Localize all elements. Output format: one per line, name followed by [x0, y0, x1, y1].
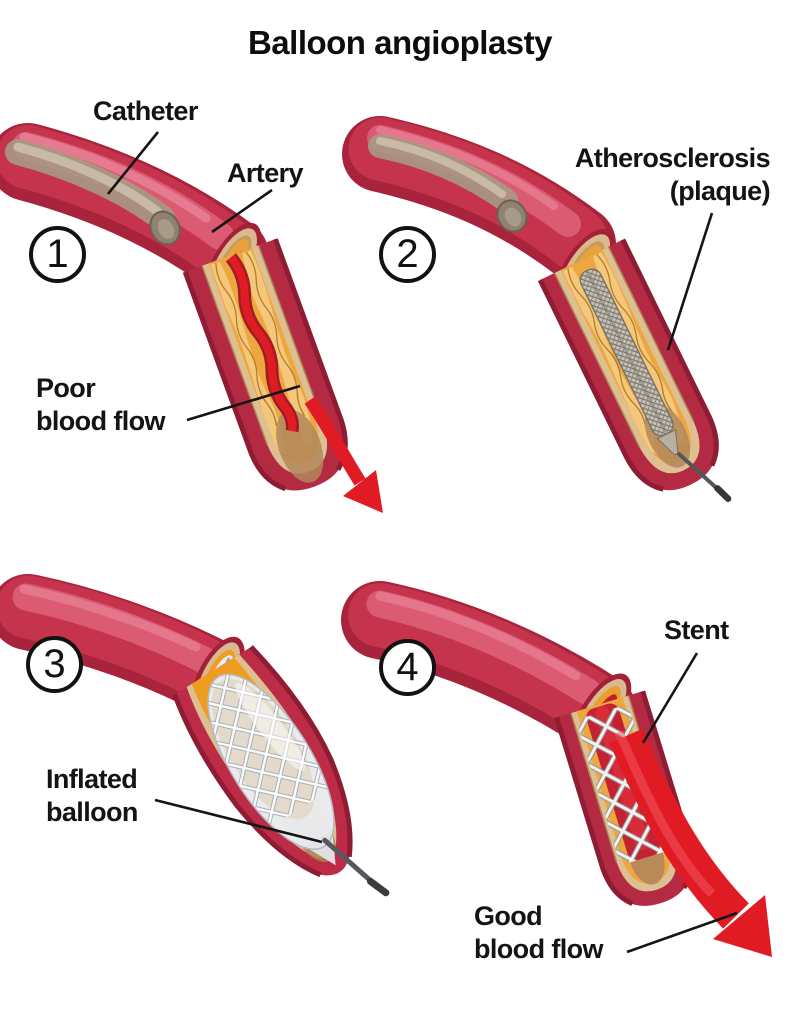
figure-title: Balloon angioplasty — [247, 24, 553, 61]
catheter-leader-line — [106, 131, 160, 195]
stent-label: Stent — [664, 614, 729, 647]
artery-illustration-step3 — [0, 574, 390, 897]
poor-blood-flow-line2: blood flow — [36, 406, 166, 436]
open-artery-step2 — [537, 238, 732, 502]
atherosclerosis-label: Atherosclerosis (plaque) — [574, 142, 771, 208]
panel-step-2 — [342, 90, 800, 550]
step-3-badge: 3 — [26, 636, 83, 693]
inflated-balloon-label: Inflated balloon — [46, 763, 138, 829]
plaque-leader-line — [666, 212, 714, 351]
open-artery-step4 — [554, 690, 695, 906]
poor-flow-leader-line — [186, 384, 301, 422]
poor-blood-flow-line1: Poor — [36, 373, 96, 403]
stent-catheter-device — [579, 268, 732, 502]
atherosclerosis-line1: Atherosclerosis — [574, 143, 771, 173]
open-artery-step1 — [182, 238, 348, 492]
artery-illustration-step2 — [342, 116, 732, 502]
step-4-badge: 4 — [379, 639, 436, 696]
artery-leader-line — [211, 188, 273, 234]
inflated-balloon-leader-line — [154, 798, 323, 844]
artery-illustration-step1 — [0, 123, 383, 513]
panel-step-4 — [341, 560, 800, 1020]
step-1-number: 1 — [46, 232, 69, 276]
artery-tube-step3 — [0, 574, 252, 716]
atherosclerosis-line2: (plaque) — [669, 176, 771, 206]
step-2-number: 2 — [396, 232, 419, 276]
inflated-balloon-device — [184, 656, 390, 897]
step-4-number: 4 — [396, 645, 419, 689]
catheter-label: Catheter — [93, 95, 198, 128]
step-2-badge: 2 — [379, 226, 436, 283]
poor-blood-flow-label: Poor blood flow — [36, 372, 166, 438]
catheter-tube-step2 — [368, 134, 528, 233]
inflated-balloon-line2: balloon — [46, 797, 138, 827]
good-blood-flow-line1: Good — [474, 901, 543, 931]
stent-label-text: Stent — [664, 615, 729, 645]
good-blood-flow-line2: blood flow — [474, 934, 604, 964]
artery-label-text: Artery — [227, 158, 304, 188]
open-artery-step3 — [172, 645, 390, 897]
stent-leader-line — [641, 652, 699, 744]
catheter-tube-step1 — [5, 139, 181, 246]
stent-device — [576, 703, 673, 866]
artery-label: Artery — [227, 157, 304, 190]
inflated-balloon-line1: Inflated — [46, 764, 138, 794]
artery-tube-step4 — [341, 581, 637, 751]
poor-flow-arrow — [304, 396, 383, 513]
step-1-badge: 1 — [29, 226, 86, 283]
artery-illustration-step4 — [341, 581, 772, 957]
panel-step-1 — [0, 90, 400, 550]
good-blood-flow-label: Good blood flow — [474, 900, 604, 966]
catheter-label-text: Catheter — [93, 96, 198, 126]
panel-step-3 — [0, 560, 400, 1020]
good-flow-arrow — [609, 728, 772, 957]
step-3-number: 3 — [43, 642, 66, 686]
good-flow-leader-line — [626, 911, 738, 954]
